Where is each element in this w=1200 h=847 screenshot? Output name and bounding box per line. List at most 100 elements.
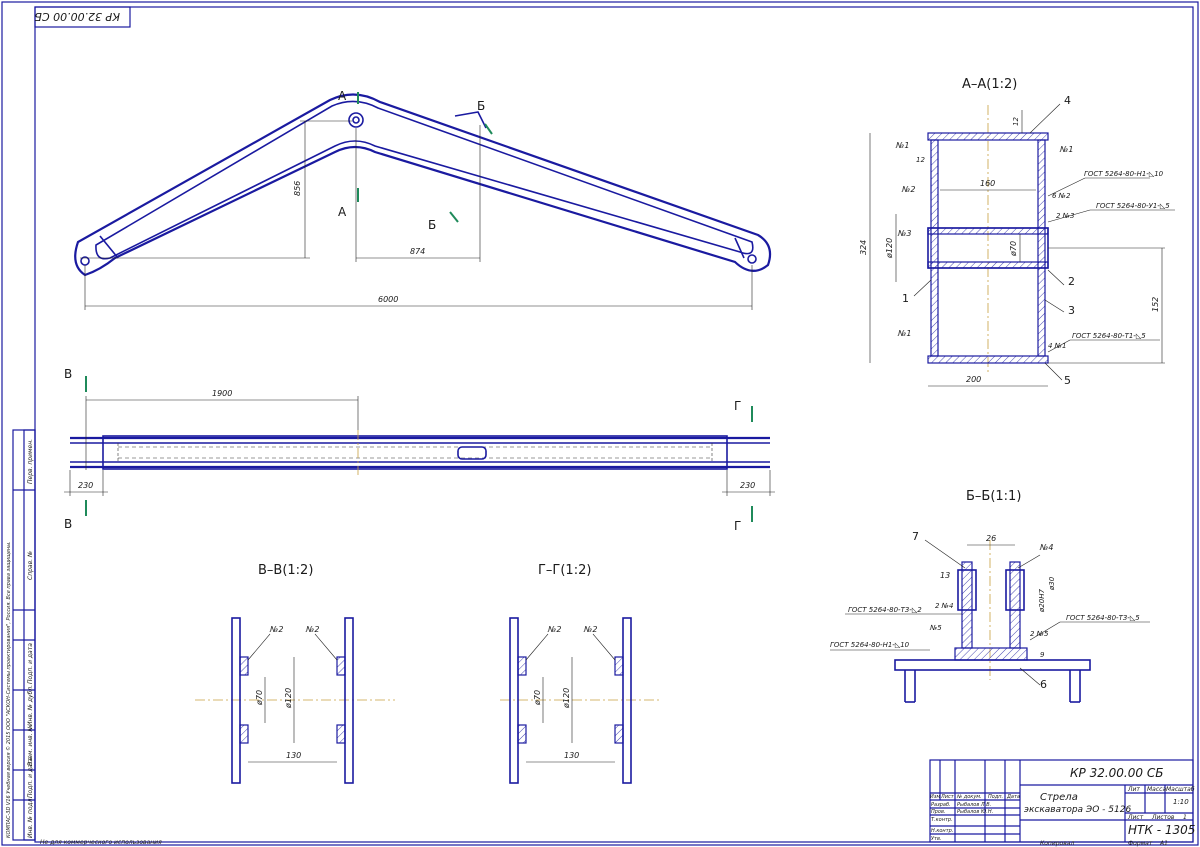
tb-lit: Лит (1127, 786, 1140, 793)
dim-230-right: 230 (740, 481, 755, 490)
side-inv-podl: Инв. № подл. (27, 797, 34, 838)
section-vv-title: В–В(1:2) (258, 563, 313, 578)
aa-dim-160: 160 (980, 179, 995, 188)
vv-dim-70: ø70 (255, 690, 264, 706)
tb-utv: Утв. (931, 836, 942, 842)
aa-n3-left: №3 (897, 229, 911, 238)
gg-dim-70: ø70 (533, 690, 542, 706)
bb-leader-6: 6 (1040, 678, 1047, 691)
aa-n1-bottom-left: №1 (897, 329, 911, 338)
tb-razrab-name: Рыбалов Л.В. (957, 802, 991, 808)
cut-g-bottom: Г (734, 519, 741, 533)
side-perv-primen: Перв. примен. (27, 439, 34, 484)
bb-dim-13: 13 (940, 571, 950, 580)
vv-n2-left: №2 (269, 625, 283, 634)
section-gg: Г–Г(1:2) ø70 ø120 130 №2 №2 (500, 563, 660, 784)
inner-frame (34, 6, 1194, 843)
tb-izm: Изм (930, 794, 940, 800)
aa-dim-12-left: 12 (916, 156, 925, 164)
tb-copied: Копировал (1040, 840, 1074, 847)
tb-org: НТК - 1305 (1128, 823, 1195, 837)
gg-dim-120: ø120 (562, 688, 571, 709)
cut-v-bottom: В (64, 517, 72, 531)
aa-dim-324: 324 (859, 240, 868, 255)
tb-sheets: Листов (1151, 814, 1175, 821)
bb-n4-side: 2 №4 (935, 602, 953, 610)
bb-weld-2: ГОСТ 5264-80-Н1-◺10 (830, 641, 910, 649)
bb-weld-3: ГОСТ 5264-80-Т3-◺5 (1066, 614, 1140, 622)
footer-note: Не для коммерческого использования (40, 839, 162, 846)
section-aa-title: А–А(1:2) (962, 77, 1017, 92)
aa-dim-70: ø70 (1009, 241, 1018, 257)
bb-weld-1: ГОСТ 5264-80-Т3-◺2 (848, 606, 922, 614)
section-bb: Б–Б(1:1) 26 13 ø20H7 ø30 9 7 №4 6 ГОСТ 5… (830, 489, 1150, 703)
section-vv: В–В(1:2) ø70 ø120 130 №2 №2 (195, 563, 395, 784)
aa-leader-4: 4 (1064, 94, 1071, 107)
tb-date: Дата (1006, 794, 1020, 800)
aa-weld-1-num: 6 №2 (1052, 192, 1071, 200)
section-b-top: Б (477, 99, 485, 113)
dim-874: 874 (410, 247, 425, 256)
side-inv-dubl: Инв. № дубл. (27, 685, 34, 726)
dim-6000: 6000 (378, 295, 398, 304)
tb-scale: 1:10 (1173, 798, 1189, 806)
aa-dim-152: 152 (1151, 297, 1160, 312)
bb-dim-26: 26 (986, 534, 996, 543)
vv-n2-right: №2 (305, 625, 319, 634)
tb-nkontr: Н.контр. (931, 828, 953, 834)
cut-g-top: Г (734, 399, 741, 413)
bb-leader-7: 7 (912, 530, 919, 543)
tb-name-line1: Стрела (1040, 792, 1078, 803)
gg-n2-right: №2 (583, 625, 597, 634)
vv-dim-130: 130 (286, 751, 301, 760)
tb-mass: Масса (1147, 786, 1166, 793)
section-a-top: А (338, 89, 347, 103)
boom-front-view: 856 874 6000 А А Б Б (74, 89, 772, 310)
tb-list: Лист (940, 794, 955, 800)
tb-format: Формат (1128, 840, 1153, 847)
side-podp-data-1: Подп. и дата (27, 643, 34, 684)
aa-weld-2: ГОСТ 5264-80-У1-◺5 (1096, 202, 1170, 210)
bb-dim-30: ø30 (1048, 576, 1056, 591)
bb-n5-left: №5 (929, 624, 942, 632)
aa-weld-1: ГОСТ 5264-80-Н1-◺10 (1084, 170, 1164, 178)
gg-dim-130: 130 (564, 751, 579, 760)
boom-plan-view: 1900 230 230 В В Г Г (64, 367, 775, 533)
tb-sign: Подп. (988, 794, 1003, 800)
aa-leader-5: 5 (1064, 374, 1071, 387)
aa-leader-1: 1 (902, 292, 909, 305)
bb-n4-top: №4 (1039, 543, 1053, 552)
aa-weld-3-num: 4 №1 (1048, 342, 1066, 350)
section-a-bottom: А (338, 205, 347, 219)
tb-scale-h: Масштаб (1166, 786, 1195, 793)
bb-n5-right: 2 №5 (1030, 630, 1049, 638)
tb-designation: КР 32.00.00 СБ (1070, 766, 1163, 780)
section-bb-title: Б–Б(1:1) (966, 489, 1021, 504)
kompas-note: КОМПАС-3D V16 Учебная версия © 2015 ООО … (5, 541, 12, 838)
gg-n2-left: №2 (547, 625, 561, 634)
tb-razrab: Разраб. (931, 802, 951, 808)
tb-name-line2: экскаватора ЭО - 5126 (1024, 805, 1131, 815)
aa-leader-2: 2 (1068, 275, 1075, 288)
aa-dim-120: ø120 (885, 238, 894, 259)
tb-sheet: Лист (1127, 814, 1144, 821)
dim-856: 856 (293, 181, 302, 196)
side-sprav: Справ. № (27, 551, 34, 580)
bb-dim-9: 9 (1040, 651, 1045, 659)
aa-dim-200: 200 (966, 375, 981, 384)
bb-dim-20h7: ø20H7 (1038, 589, 1046, 613)
top-stamp-text: КР 32.00.00 СБ (34, 10, 120, 23)
tb-sheets-val: 1 (1183, 814, 1187, 821)
tb-prov: Пров. (931, 809, 946, 815)
aa-dim-12-top: 12 (1012, 117, 1020, 126)
title-block: Изм Лист № докум. Подп. Дата Разраб. Рыб… (929, 759, 1195, 847)
aa-weld-2-num: 2 №3 (1056, 212, 1074, 220)
aa-n1-top-right: №1 (1059, 145, 1073, 154)
side-vzam-inv: Взам. инв. № (27, 725, 34, 766)
dim-1900: 1900 (212, 389, 232, 398)
side-podp-data-2: Подп. и дата (27, 757, 34, 798)
cut-v-top: В (64, 367, 72, 381)
aa-n1-top-left: №1 (895, 141, 909, 150)
dim-230-left: 230 (78, 481, 93, 490)
